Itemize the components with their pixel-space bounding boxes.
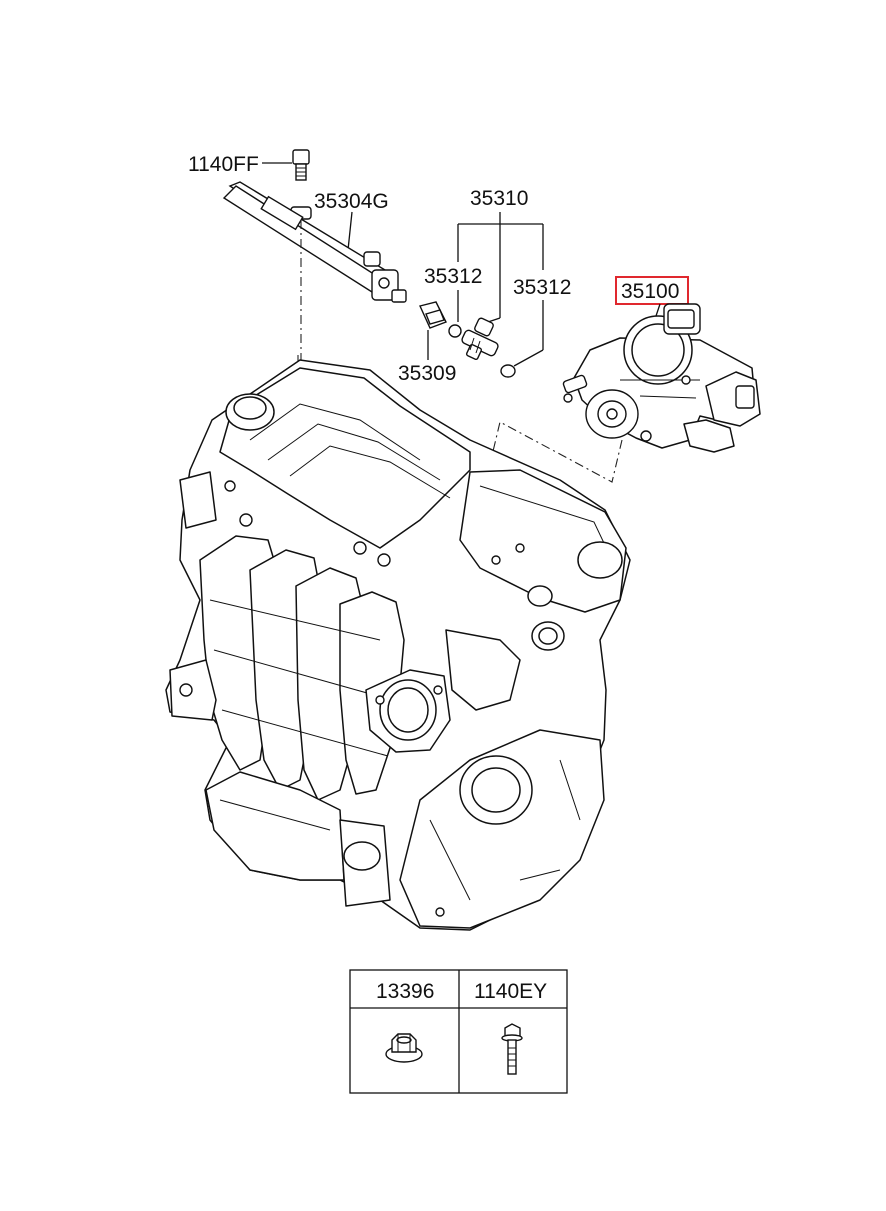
callout-35304g[interactable]: 35304G <box>314 190 389 213</box>
highlight-box-35100 <box>615 276 689 305</box>
callout-35100[interactable]: 35100 <box>621 280 679 303</box>
engine-assembly-icon <box>165 359 631 931</box>
o-ring-right-icon <box>500 364 516 378</box>
o-ring-left-icon <box>448 324 462 338</box>
injector-clip-icon <box>419 301 447 329</box>
flange-bolt-icon <box>501 1023 523 1075</box>
callout-35312-right[interactable]: 35312 <box>513 276 571 299</box>
callout-35309[interactable]: 35309 <box>398 362 456 385</box>
fuel-injector-icon <box>461 317 499 361</box>
callout-1140ff[interactable]: 1140FF <box>188 153 259 176</box>
callout-35310[interactable]: 35310 <box>470 187 528 210</box>
callout-35312-left[interactable]: 35312 <box>424 265 482 288</box>
flange-nut-icon <box>385 1033 423 1063</box>
throttle-body-icon <box>562 303 761 453</box>
bolt-1140ff-icon <box>292 149 310 181</box>
fuel-rail-icon <box>222 181 407 303</box>
table-header-1140ey: 1140EY <box>474 980 547 1003</box>
hardware-table <box>349 969 568 1094</box>
table-header-13396: 13396 <box>376 980 434 1003</box>
